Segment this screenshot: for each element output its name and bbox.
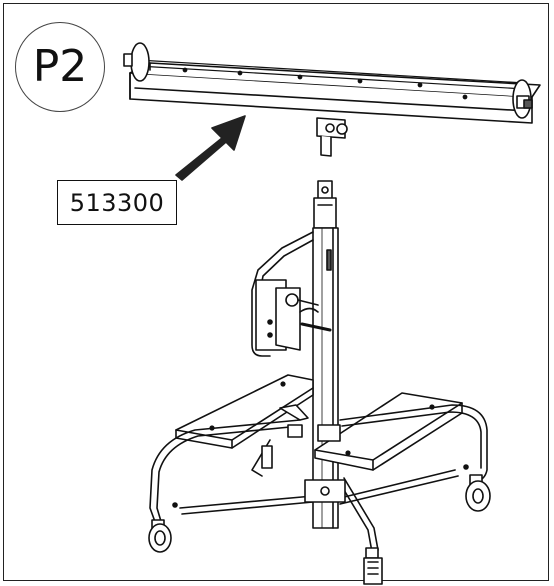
caster-front bbox=[363, 547, 383, 585]
direction-arrow bbox=[175, 115, 246, 181]
mast bbox=[312, 180, 339, 529]
winch-handle bbox=[251, 231, 332, 357]
part-number-callout: 513300 bbox=[57, 180, 177, 225]
caster-right bbox=[465, 474, 491, 512]
part-number: 513300 bbox=[69, 188, 165, 217]
base-frame bbox=[149, 404, 488, 553]
cross-beam bbox=[123, 42, 541, 157]
step-label: P2 bbox=[32, 41, 88, 92]
caster-left bbox=[148, 519, 172, 553]
step-badge: P2 bbox=[15, 22, 105, 112]
